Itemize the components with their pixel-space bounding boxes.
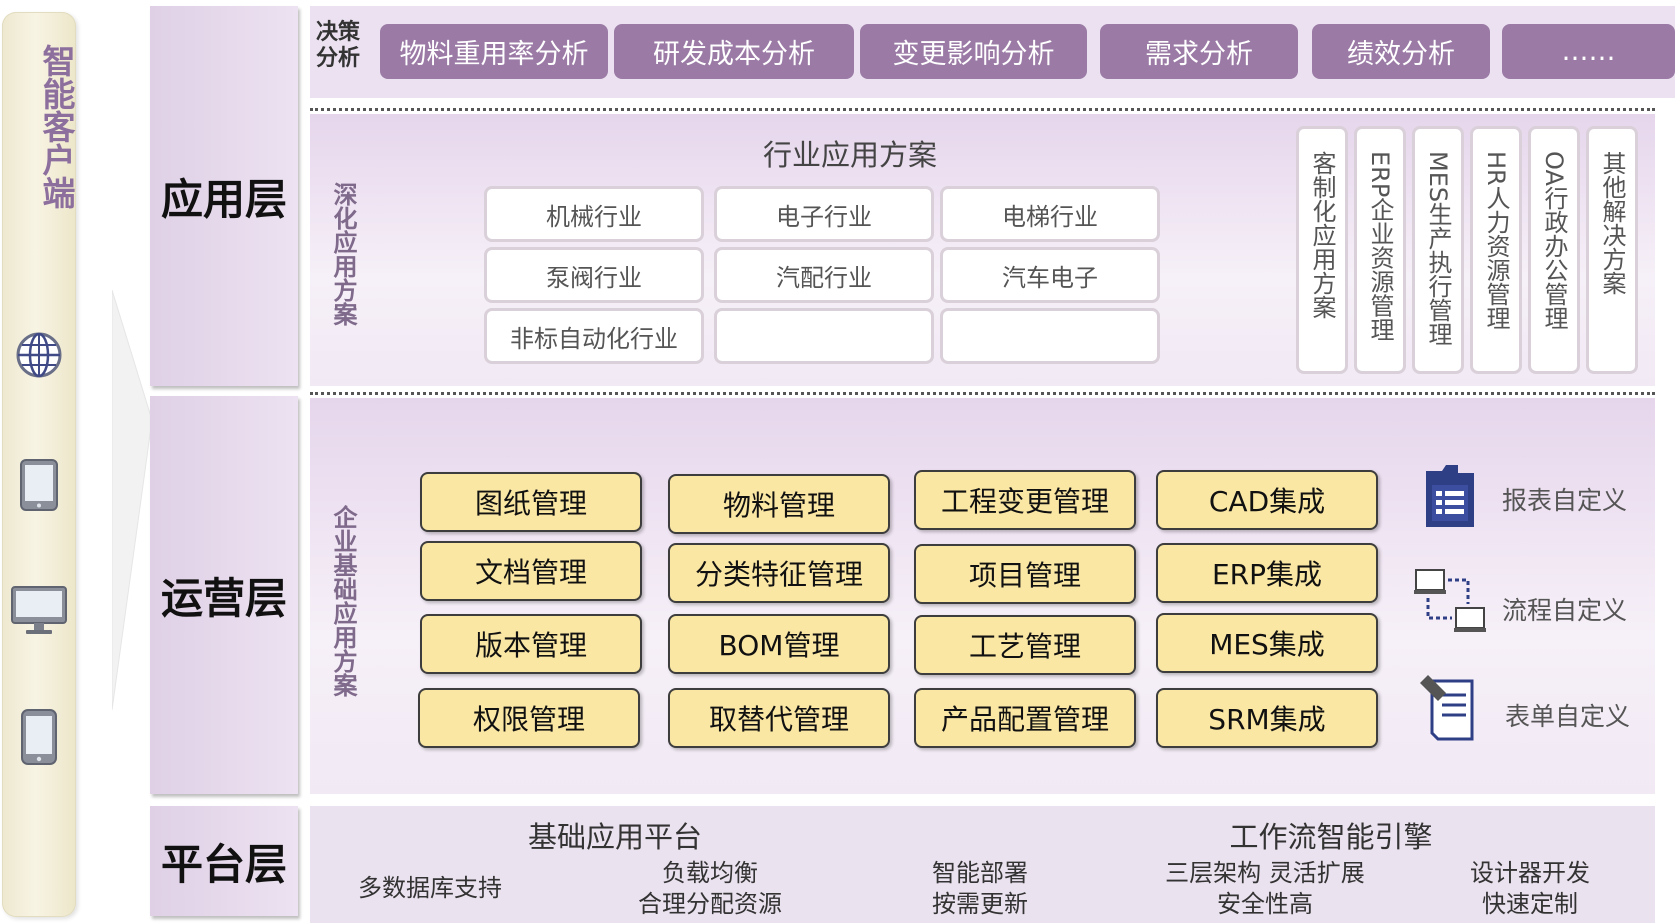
workflow-icon bbox=[1414, 568, 1486, 638]
solution-hr[interactable]: HR人力资源管理 bbox=[1470, 126, 1522, 374]
solution-label: HR人力资源管理 bbox=[1482, 151, 1510, 330]
desktop-icon bbox=[2, 585, 76, 641]
industry-item[interactable]: 汽车电子 bbox=[940, 247, 1160, 303]
module-classification[interactable]: 分类特征管理 bbox=[668, 543, 890, 603]
decision-label: 决策 分析 bbox=[313, 20, 363, 72]
module-erp-integration[interactable]: ERP集成 bbox=[1156, 543, 1378, 603]
solution-erp[interactable]: ERP企业资源管理 bbox=[1354, 126, 1406, 374]
module-substitute[interactable]: 取替代管理 bbox=[668, 688, 890, 748]
module-bom[interactable]: BOM管理 bbox=[668, 614, 890, 674]
industry-item[interactable]: 泵阀行业 bbox=[484, 247, 704, 303]
industry-item[interactable]: 非标自动化行业 bbox=[484, 308, 704, 364]
phone-icon bbox=[2, 708, 76, 770]
industry-item[interactable]: 电子行业 bbox=[714, 186, 934, 242]
platform-item-designer: 设计器开发 快速定制 bbox=[1430, 858, 1630, 920]
platform-item-line: 三层架构 灵活扩展 bbox=[1165, 859, 1365, 887]
solution-other[interactable]: 其他解决方案 bbox=[1586, 126, 1638, 374]
decision-item-demand[interactable]: 需求分析 bbox=[1100, 24, 1298, 79]
module-cad-integration[interactable]: CAD集成 bbox=[1156, 470, 1378, 530]
platform-item-line: 智能部署 bbox=[932, 859, 1028, 887]
decision-item-material-reuse[interactable]: 物料重用率分析 bbox=[380, 24, 608, 79]
platform-item-line: 快速定制 bbox=[1482, 890, 1578, 918]
form-icon bbox=[1420, 673, 1476, 747]
solution-label: 其他解决方案 bbox=[1598, 151, 1626, 295]
industry-item-empty bbox=[940, 308, 1160, 364]
layer-label-app: 应用层 bbox=[150, 6, 298, 386]
platform-item-load-balance: 负载均衡 合理分配资源 bbox=[600, 858, 820, 920]
module-mes-integration[interactable]: MES集成 bbox=[1156, 613, 1378, 673]
solution-label: 客制化应用方案 bbox=[1308, 151, 1336, 319]
module-process[interactable]: 工艺管理 bbox=[914, 615, 1136, 675]
solution-mes[interactable]: MES生产执行管理 bbox=[1412, 126, 1464, 374]
platform-item-line: 合理分配资源 bbox=[638, 890, 782, 918]
industry-item[interactable]: 电梯行业 bbox=[940, 186, 1160, 242]
platform-title-base: 基础应用平台 bbox=[527, 820, 702, 854]
platform-panel bbox=[310, 806, 1655, 923]
platform-item-multi-db: 多数据库支持 bbox=[330, 873, 530, 904]
platform-title-workflow: 工作流智能引擎 bbox=[1229, 820, 1433, 854]
industry-side-label: 深化应用方案 bbox=[329, 182, 357, 326]
divider-1 bbox=[310, 108, 1655, 111]
custom-workflow-label[interactable]: 流程自定义 bbox=[1502, 596, 1628, 625]
connector-arrow bbox=[112, 290, 152, 710]
platform-item-line: 多数据库支持 bbox=[358, 874, 502, 902]
platform-item-line: 负载均衡 bbox=[662, 859, 758, 887]
module-document[interactable]: 文档管理 bbox=[420, 541, 642, 601]
report-icon bbox=[1424, 463, 1476, 533]
industry-item[interactable]: 汽配行业 bbox=[714, 247, 934, 303]
enterprise-side-label: 企业基础应用方案 bbox=[329, 505, 357, 697]
globe-icon bbox=[2, 330, 76, 384]
layer-label-ops: 运营层 bbox=[150, 396, 298, 794]
tablet-icon bbox=[2, 458, 76, 516]
decision-item-more[interactable]: …… bbox=[1502, 24, 1675, 79]
platform-item-smart-deploy: 智能部署 按需更新 bbox=[880, 858, 1080, 920]
platform-item-line: 安全性高 bbox=[1217, 890, 1313, 918]
module-engineering-change[interactable]: 工程变更管理 bbox=[914, 470, 1136, 530]
decision-label-line2: 分析 bbox=[315, 46, 360, 71]
module-version[interactable]: 版本管理 bbox=[420, 614, 642, 674]
custom-report-label[interactable]: 报表自定义 bbox=[1502, 486, 1628, 515]
decision-item-change-impact[interactable]: 变更影响分析 bbox=[860, 24, 1087, 79]
industry-item[interactable]: 机械行业 bbox=[484, 186, 704, 242]
module-permission[interactable]: 权限管理 bbox=[418, 688, 640, 748]
solution-label: MES生产执行管理 bbox=[1424, 151, 1452, 347]
solution-oa[interactable]: OA行政办公管理 bbox=[1528, 126, 1580, 374]
platform-item-line: 按需更新 bbox=[932, 890, 1028, 918]
solution-custom[interactable]: 客制化应用方案 bbox=[1296, 126, 1348, 374]
industry-item-empty bbox=[714, 308, 934, 364]
platform-item-three-tier: 三层架构 灵活扩展 安全性高 bbox=[1130, 858, 1400, 920]
decision-label-line1: 决策 bbox=[315, 20, 360, 45]
platform-item-line: 设计器开发 bbox=[1470, 859, 1590, 887]
module-drawing[interactable]: 图纸管理 bbox=[420, 472, 642, 532]
module-product-config[interactable]: 产品配置管理 bbox=[914, 688, 1136, 748]
divider-2 bbox=[310, 392, 1655, 395]
custom-form-label[interactable]: 表单自定义 bbox=[1505, 702, 1631, 731]
industry-title: 行业应用方案 bbox=[762, 138, 937, 172]
solution-label: OA行政办公管理 bbox=[1540, 151, 1568, 330]
module-srm-integration[interactable]: SRM集成 bbox=[1156, 688, 1378, 748]
module-project[interactable]: 项目管理 bbox=[914, 544, 1136, 604]
decision-item-rd-cost[interactable]: 研发成本分析 bbox=[614, 24, 854, 79]
layer-label-platform: 平台层 bbox=[150, 806, 298, 916]
client-title: 智能客户端 bbox=[37, 44, 76, 209]
decision-item-performance[interactable]: 绩效分析 bbox=[1312, 24, 1490, 79]
solution-label: ERP企业资源管理 bbox=[1366, 151, 1394, 342]
module-material[interactable]: 物料管理 bbox=[668, 474, 890, 534]
